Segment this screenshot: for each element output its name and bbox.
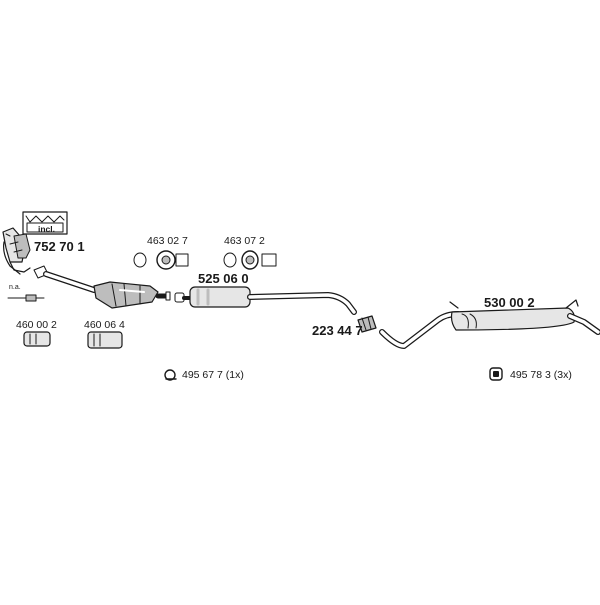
incl-label: incl. bbox=[38, 224, 56, 234]
accessory-label-hanger: 495 78 3 (3x) bbox=[510, 369, 572, 381]
part-label-460002: 460 00 2 bbox=[16, 319, 57, 331]
part-label-460064: 460 06 4 bbox=[84, 319, 125, 331]
exhaust-manifold bbox=[2, 227, 31, 275]
part-label-530002: 530 00 2 bbox=[484, 295, 535, 310]
clamp-set-463072 bbox=[223, 250, 277, 270]
front-pipe-catalytic-converter bbox=[43, 271, 171, 309]
na-note: n.a. bbox=[9, 284, 21, 291]
centre-silencer bbox=[174, 286, 357, 315]
connector-clamp bbox=[357, 315, 377, 333]
clamp-icon bbox=[164, 369, 177, 381]
rear-silencer bbox=[379, 299, 600, 349]
lambda-sensor bbox=[7, 294, 45, 302]
sleeve-460064 bbox=[87, 331, 123, 349]
sleeve-460002 bbox=[23, 331, 51, 347]
part-label-463072: 463 07 2 bbox=[224, 235, 265, 247]
hanger-icon bbox=[489, 367, 503, 381]
part-label-223447: 223 44 7 bbox=[312, 323, 363, 338]
part-label-463027: 463 02 7 bbox=[147, 235, 188, 247]
part-label-752701: 752 70 1 bbox=[34, 239, 85, 254]
clamp-set-463027 bbox=[133, 250, 189, 270]
accessory-label-clamp: 495 67 7 (1x) bbox=[182, 369, 244, 381]
part-label-525060: 525 06 0 bbox=[198, 271, 249, 286]
gasket-kit-box bbox=[22, 211, 68, 235]
